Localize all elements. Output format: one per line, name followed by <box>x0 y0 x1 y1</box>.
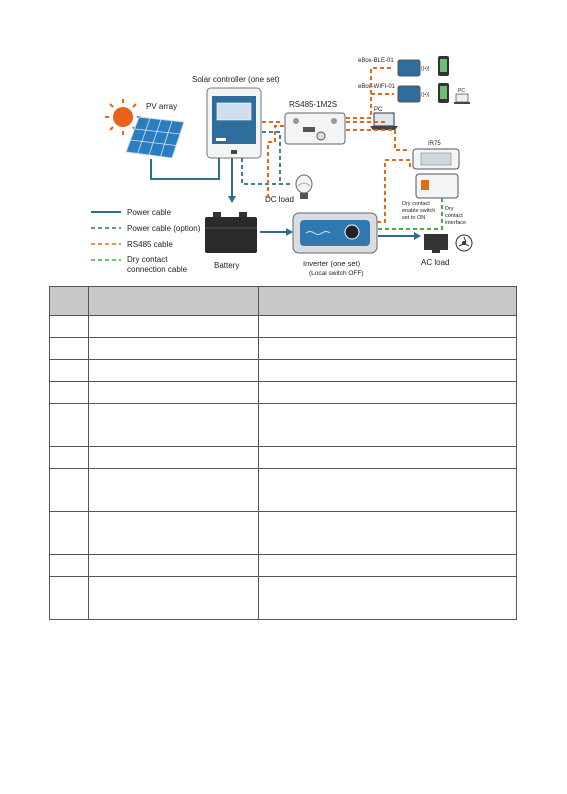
light-bulb-icon <box>295 174 313 199</box>
fan-icon <box>455 234 473 252</box>
inverter-device <box>292 212 378 254</box>
table-cell <box>88 511 259 555</box>
svg-text:((•)): ((•)) <box>421 92 430 98</box>
legend-item-label: RS485 cable <box>127 240 173 249</box>
table-cell <box>258 381 517 404</box>
table-row <box>49 468 517 512</box>
table-cell <box>258 315 517 338</box>
table-row <box>49 403 517 447</box>
table-cell <box>258 337 517 360</box>
table-cell <box>49 576 89 620</box>
rs485-converter-device <box>284 112 346 145</box>
component-table-container <box>49 286 517 620</box>
table-cell <box>258 446 517 469</box>
table-cell <box>88 446 259 469</box>
table-cell <box>258 511 517 555</box>
smartphone-icon <box>438 56 449 76</box>
table-row <box>49 359 517 382</box>
rs485-converter-label: RS485-1M2S <box>289 100 337 109</box>
table-row <box>49 381 517 404</box>
table-cell <box>49 468 89 512</box>
table-cell <box>88 381 259 404</box>
table-header-row <box>49 286 517 316</box>
table-cell <box>88 315 259 338</box>
inverter-label: Inverter (one set) (Local switch OFF) <box>303 259 364 277</box>
power-cable-lines <box>150 158 418 237</box>
ebox-wifi-device: ((•)) <box>397 85 430 103</box>
table-cell <box>88 468 259 512</box>
table-cell <box>49 511 89 555</box>
table-row <box>49 446 517 469</box>
table-header-cell <box>258 286 517 316</box>
dry-contact-cable-lines <box>378 198 443 230</box>
table-cell <box>88 337 259 360</box>
legend-item-label: Dry contact connection cable <box>127 255 188 274</box>
table-cell <box>49 403 89 447</box>
table-row <box>49 576 517 620</box>
table-cell <box>88 403 259 447</box>
table-cell <box>49 446 89 469</box>
table-row <box>49 315 517 338</box>
battery-icon <box>205 212 257 253</box>
svg-text:((•)): ((•)) <box>421 66 430 72</box>
power-cable-option-lines <box>241 131 292 185</box>
legend-item-label: Power cable <box>127 208 172 217</box>
pc-small-label: PC <box>458 88 465 94</box>
smartphone-icon <box>438 83 449 103</box>
table-cell <box>49 381 89 404</box>
table-cell <box>49 359 89 382</box>
component-table <box>49 286 517 620</box>
dry-contact-module <box>415 173 459 199</box>
table-cell <box>49 315 89 338</box>
legend-item-label: Power cable (option) <box>127 224 201 233</box>
legend: Power cable Power cable (option) RS485 c… <box>91 208 201 274</box>
solar-controller-device <box>206 87 262 159</box>
ebox-ble-device: ((•)) <box>397 59 430 77</box>
table-cell <box>258 576 517 620</box>
table-cell <box>88 554 259 577</box>
device-model-label: IR75 <box>428 141 441 147</box>
table-cell <box>88 359 259 382</box>
laptop-icon <box>454 93 470 104</box>
table-row <box>49 511 517 555</box>
dc-load-label: DC load <box>265 195 294 204</box>
table-header-cell <box>49 286 89 316</box>
ac-load-label: AC load <box>421 258 449 267</box>
ebox-wifi-label: eBox-WIFI-01 <box>358 84 396 90</box>
dry-enable-label: Dry contact enable switch set to ON <box>402 201 437 221</box>
table-cell <box>49 337 89 360</box>
table-cell <box>258 359 517 382</box>
solar-controller-label: Solar controller (one set) <box>192 75 280 84</box>
table-cell <box>88 576 259 620</box>
solar-panel-icon <box>125 116 185 159</box>
pc-label: PC <box>374 107 383 113</box>
table-cell <box>258 468 517 512</box>
battery-label: Battery <box>214 261 239 270</box>
table-cell <box>258 403 517 447</box>
system-wiring-diagram: PV array Solar controller (one set) RS48… <box>91 56 473 277</box>
pv-array-label: PV array <box>146 102 177 111</box>
ir75-device <box>412 148 460 170</box>
laptop-icon <box>370 112 398 130</box>
rs485-cable-lines <box>262 67 411 223</box>
table-row <box>49 554 517 577</box>
table-row <box>49 337 517 360</box>
arrow-icon <box>228 196 421 240</box>
tv-icon <box>424 234 448 253</box>
table-cell <box>49 554 89 577</box>
table-header-cell <box>88 286 259 316</box>
ebox-ble-label: eBox-BLE-01 <box>358 58 394 64</box>
table-cell <box>258 554 517 577</box>
dry-interface-label: Dry contact interface <box>445 206 466 226</box>
